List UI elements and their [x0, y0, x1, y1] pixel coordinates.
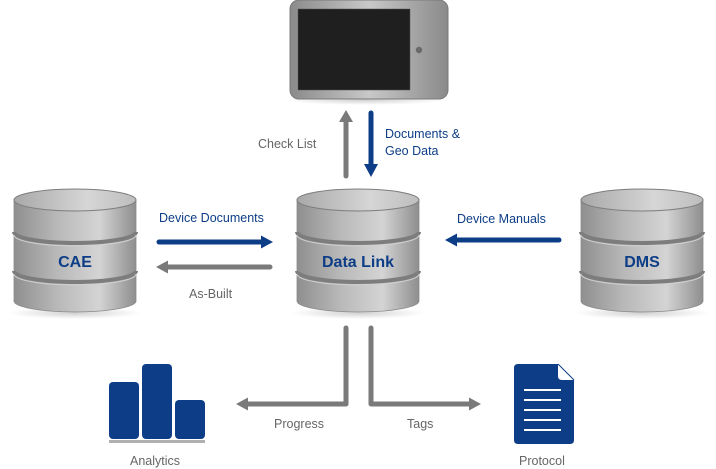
bar-chart-icon	[109, 364, 205, 443]
db-band-highlight	[13, 273, 137, 286]
as-built-arrow	[156, 260, 273, 274]
db-band	[12, 270, 138, 284]
documents-geo-label-line2: Geo Data	[385, 144, 439, 158]
tablet-icon	[285, 0, 449, 105]
tags-label: Tags	[407, 417, 434, 431]
documents-geo-label-line1: Documents &	[385, 127, 461, 141]
device-documents-label: Device Documents	[159, 211, 264, 225]
check-list-arrow	[339, 110, 353, 179]
db-band-highlight	[296, 273, 420, 286]
device-manuals-label: Device Manuals	[457, 212, 546, 226]
db-band-highlight	[296, 234, 420, 247]
db-top	[13, 188, 137, 212]
data-link-database-icon	[291, 188, 425, 319]
document-icon	[514, 363, 575, 444]
db-band	[579, 231, 705, 245]
db-band	[12, 231, 138, 245]
db-top	[580, 188, 704, 212]
device-manuals-arrow	[445, 233, 562, 247]
dms-database-icon	[575, 188, 709, 319]
cae-database-icon	[8, 188, 142, 319]
protocol-label: Protocol	[519, 454, 565, 468]
analytics-label: Analytics	[130, 454, 181, 468]
documents-geo-arrow	[364, 110, 378, 177]
db-band	[295, 231, 421, 245]
as-built-label: As-Built	[189, 287, 233, 301]
dms-label: DMS	[624, 254, 660, 271]
db-band	[579, 270, 705, 284]
db-top	[296, 188, 420, 212]
db-band-highlight	[580, 273, 704, 286]
data-link-label: Data Link	[321, 254, 394, 271]
progress-label: Progress	[274, 417, 325, 431]
db-band-highlight	[13, 234, 137, 247]
device-documents-arrow	[156, 235, 273, 249]
db-band-highlight	[580, 234, 704, 247]
cae-label: CAE	[58, 254, 92, 271]
db-band	[295, 270, 421, 284]
check-list-label: Check List	[258, 137, 317, 151]
tags-arrow	[368, 325, 481, 411]
progress-arrow	[236, 325, 349, 411]
